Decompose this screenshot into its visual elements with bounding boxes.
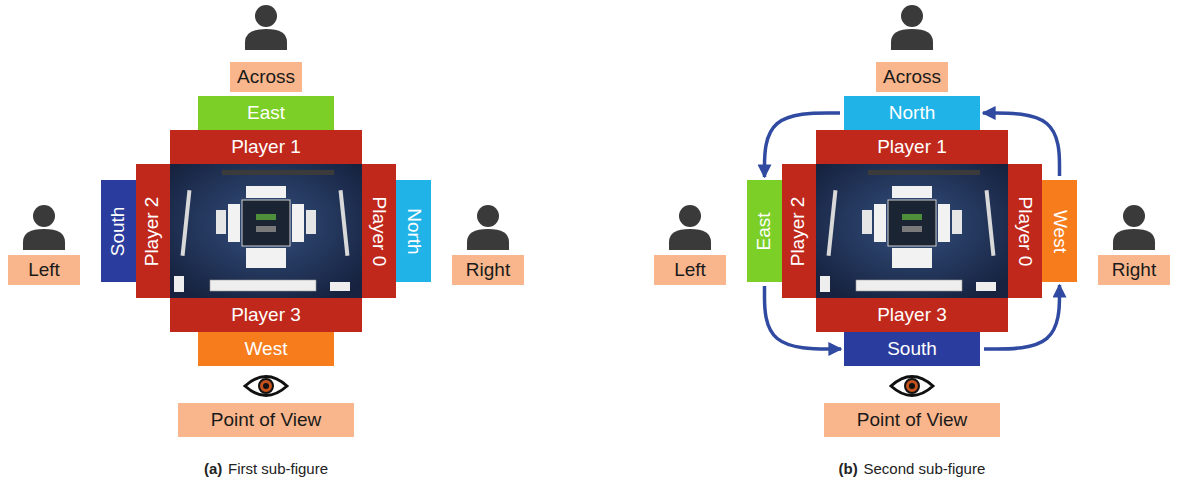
viewpoint-label-box: Point of View (178, 403, 354, 437)
subfigure-tag: (b) (839, 460, 858, 478)
wind-band: West (198, 332, 334, 366)
node-text: North (889, 103, 935, 124)
eye-icon (245, 377, 287, 396)
node-text: North (403, 208, 424, 254)
player-band: Player 1 (170, 130, 362, 164)
node-text: Player 1 (877, 137, 947, 158)
player-band: Player 0 (362, 164, 396, 298)
node-text: South (108, 206, 129, 256)
player-band: Player 3 (170, 298, 362, 332)
player-band: Player 1 (816, 130, 1008, 164)
node-text: Player 3 (877, 305, 947, 326)
wind-band: East (747, 180, 782, 282)
node-text: Left (674, 260, 706, 281)
player-band: Player 0 (1008, 164, 1042, 298)
node-text: Across (883, 67, 941, 88)
node-text: Right (466, 260, 510, 281)
node-text: East (247, 103, 285, 124)
node-text: East (754, 212, 775, 250)
seat-label-box: Right (1098, 255, 1170, 285)
wind-band: West (1042, 180, 1077, 282)
node-text: Player 0 (369, 196, 390, 266)
node-text: West (1049, 210, 1070, 253)
wind-band: South (844, 332, 980, 366)
player-band: Player 3 (816, 298, 1008, 332)
person-icon (1113, 205, 1155, 250)
person-icon (23, 205, 65, 250)
node-text: Player 0 (1015, 196, 1036, 266)
person-icon (669, 205, 711, 250)
person-icon (245, 5, 287, 50)
wind-band: East (198, 96, 334, 130)
wind-band: North (396, 180, 431, 282)
player-band: Player 2 (136, 164, 170, 298)
node-text: Right (1112, 260, 1156, 281)
node-text: Player 2 (143, 196, 164, 266)
mahjong-table-image (170, 164, 362, 298)
person-icon (891, 5, 933, 50)
node-text: Player 1 (231, 137, 301, 158)
seat-label-box: Across (230, 62, 302, 92)
node-text: Left (28, 260, 60, 281)
seat-label-box: Left (8, 255, 80, 285)
node-text: Point of View (211, 410, 322, 431)
seat-label-box: Across (876, 62, 948, 92)
person-icon (467, 205, 509, 250)
viewpoint-label-box: Point of View (824, 403, 1000, 437)
mahjong-table-image (816, 164, 1008, 298)
wind-band: South (101, 180, 136, 282)
seat-label-box: Right (452, 255, 524, 285)
node-text: Across (237, 67, 295, 88)
eye-icon (891, 377, 933, 396)
seat-label-box: Left (654, 255, 726, 285)
subfigure-tag: (a) (204, 460, 222, 478)
node-text: Point of View (857, 410, 968, 431)
player-band: Player 2 (782, 164, 816, 298)
node-text: South (887, 339, 937, 360)
node-text: West (245, 339, 288, 360)
wind-band: North (844, 96, 980, 130)
subfigure-caption: Second sub-figure (864, 460, 986, 478)
node-text: Player 3 (231, 305, 301, 326)
node-text: Player 2 (789, 196, 810, 266)
subfigure-caption: First sub-figure (228, 460, 328, 478)
